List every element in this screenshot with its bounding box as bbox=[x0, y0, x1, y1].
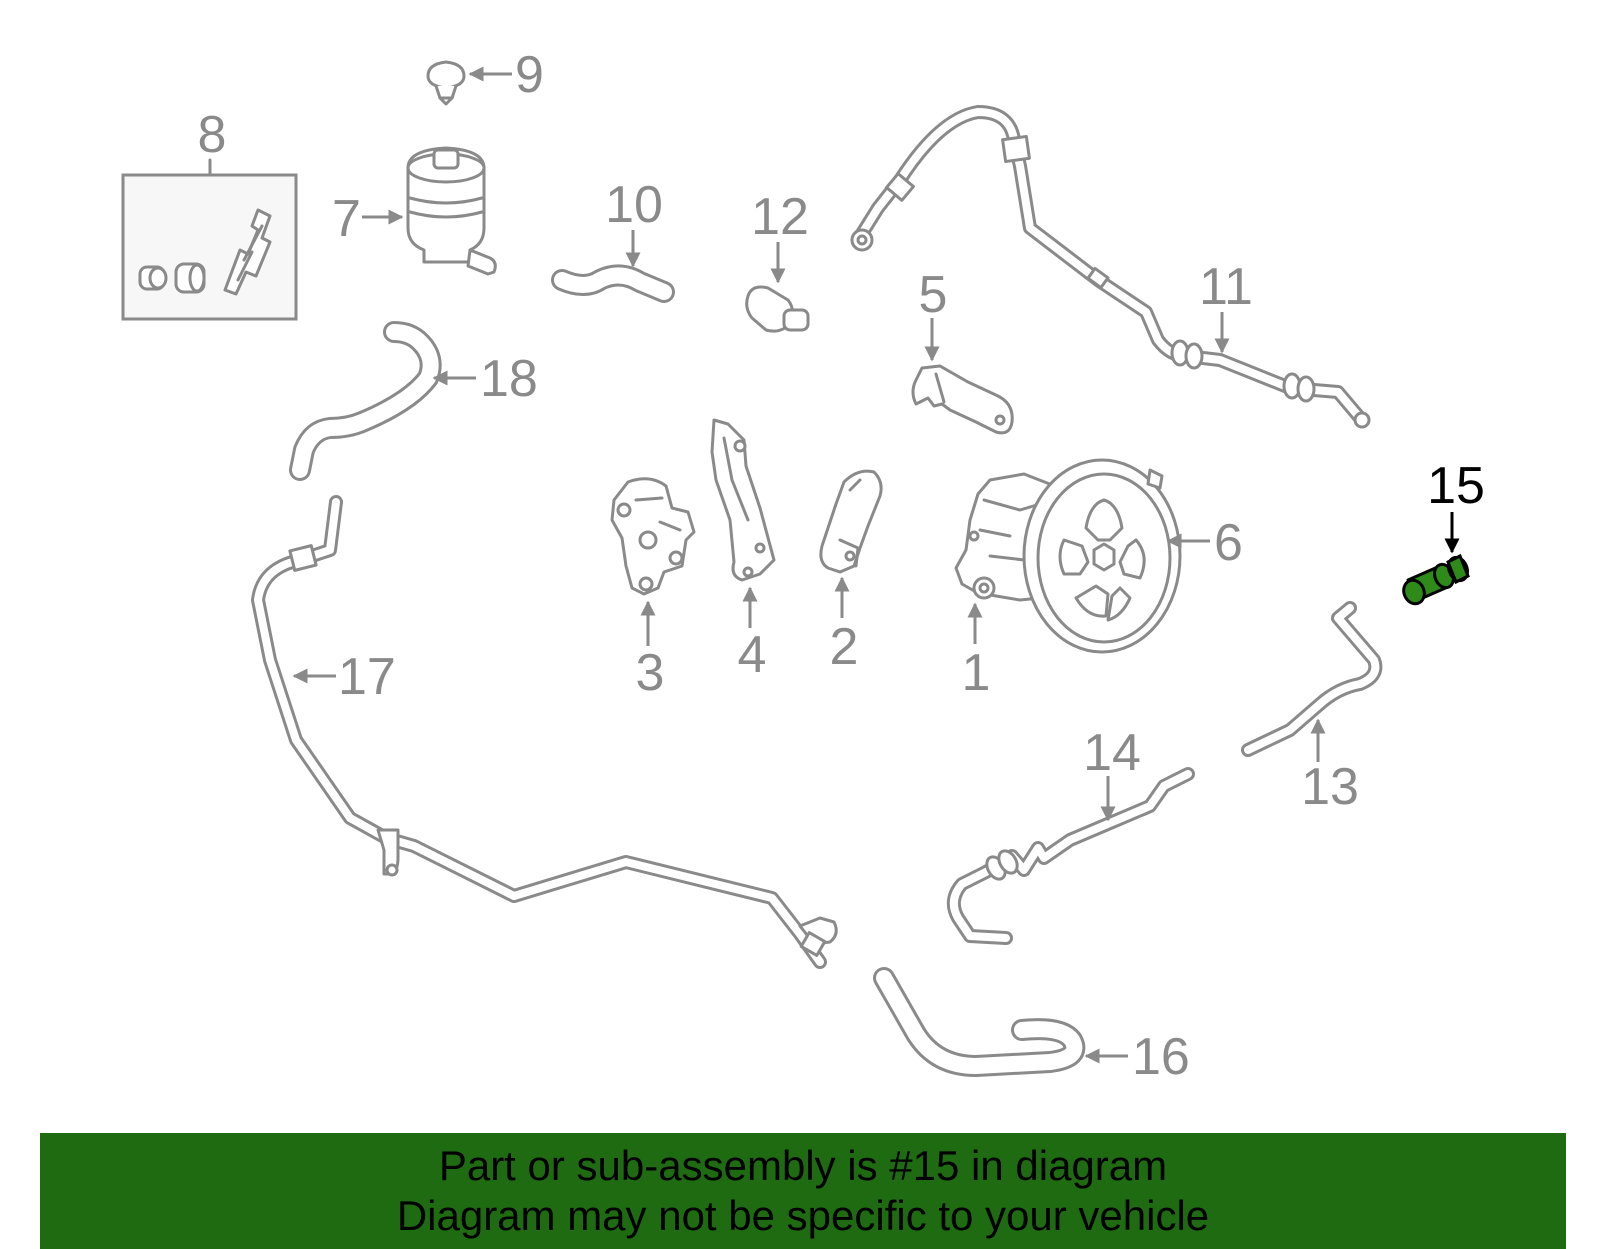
callout-9: 9 bbox=[515, 46, 544, 104]
callout-14: 14 bbox=[1083, 724, 1141, 782]
callout-11: 11 bbox=[1199, 258, 1253, 316]
part-6-pulley[interactable] bbox=[1022, 458, 1182, 654]
banner-line-part-info: Part or sub-assembly is #15 in diagram bbox=[438, 1142, 1168, 1189]
part-11-pressure-line[interactable] bbox=[850, 105, 1371, 429]
callout-1: 1 bbox=[962, 644, 991, 702]
part-16-hose[interactable] bbox=[873, 967, 1086, 1077]
callout-16: 16 bbox=[1132, 1028, 1190, 1086]
part-13-cooler-tube[interactable] bbox=[1241, 601, 1383, 757]
banner-line-disclaimer: Diagram may not be specific to your vehi… bbox=[396, 1192, 1210, 1239]
seal-kit-oring bbox=[138, 265, 168, 291]
part-5-bracket[interactable] bbox=[911, 364, 1014, 435]
part-18-hose[interactable] bbox=[289, 321, 442, 481]
callout-12: 12 bbox=[751, 188, 809, 246]
callout-3: 3 bbox=[636, 644, 665, 702]
part-17-return-line[interactable] bbox=[251, 495, 838, 969]
callout-13: 13 bbox=[1301, 758, 1359, 816]
callout-4: 4 bbox=[738, 626, 767, 684]
callout-5: 5 bbox=[919, 266, 948, 324]
part-15-fitting[interactable] bbox=[1400, 553, 1471, 607]
part-4-bracket[interactable] bbox=[710, 418, 776, 582]
part-10-hose[interactable] bbox=[551, 264, 675, 303]
callout-15: 15 bbox=[1427, 457, 1485, 515]
callout-8: 8 bbox=[198, 106, 227, 164]
part-9-reservoir-cap[interactable] bbox=[426, 60, 466, 106]
callout-18: 18 bbox=[480, 350, 538, 408]
part-8-seal-kit[interactable] bbox=[121, 158, 298, 321]
part-12-connector[interactable] bbox=[745, 285, 810, 333]
callout-7: 7 bbox=[332, 190, 361, 248]
part-2-bracket[interactable] bbox=[819, 469, 883, 574]
callout-10: 10 bbox=[605, 176, 663, 234]
callout-2: 2 bbox=[830, 618, 859, 676]
part-7-reservoir[interactable] bbox=[406, 146, 497, 276]
part-14-cooler-pipe[interactable] bbox=[946, 767, 1195, 945]
part-3-mount-bracket[interactable] bbox=[610, 477, 696, 596]
callout-17: 17 bbox=[338, 648, 396, 706]
callout-6: 6 bbox=[1214, 514, 1243, 572]
info-banner: Part or sub-assembly is #15 in diagram D… bbox=[40, 1133, 1566, 1249]
seal-kit-bushing bbox=[174, 262, 206, 294]
